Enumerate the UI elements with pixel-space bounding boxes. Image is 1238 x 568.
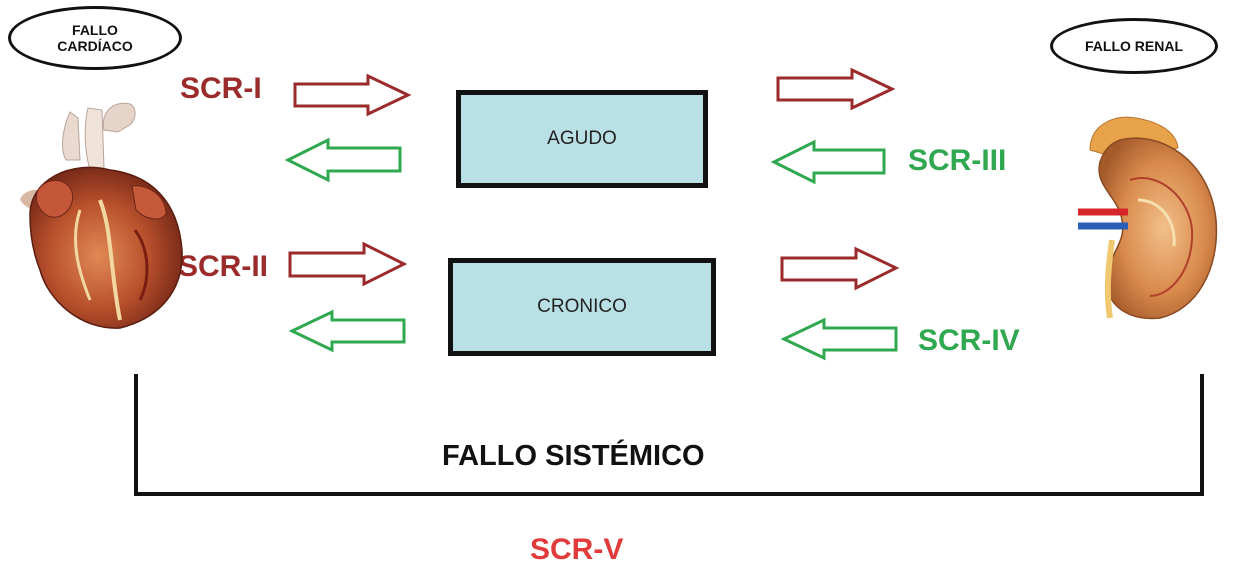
arrow-scr3-left — [284, 137, 402, 183]
heart-organ-icon — [20, 102, 183, 329]
arrow-scr1-left — [293, 73, 412, 117]
acute-label: AGUDO — [547, 128, 617, 149]
systemic-label: FALLO SISTÉMICO — [442, 440, 705, 472]
acute-box: AGUDO — [456, 90, 708, 188]
heart-label-line1: FALLO — [72, 22, 118, 38]
scr4-label: SCR-IV — [918, 324, 1020, 357]
arrow-scr3-right — [770, 139, 886, 185]
scr5-label: SCR-V — [530, 533, 624, 566]
kidney-label: FALLO RENAL — [1085, 38, 1183, 54]
heart-label-line2: CARDÍACO — [57, 38, 133, 54]
scr3-label: SCR-III — [908, 144, 1007, 177]
systemic-bracket — [134, 374, 1204, 496]
arrow-scr2-right — [780, 246, 900, 291]
arrow-scr4-right — [780, 317, 898, 361]
kidney-failure-ellipse: FALLO RENAL — [1050, 18, 1218, 74]
kidney-organ-icon — [1078, 116, 1218, 320]
chronic-box: CRONICO — [448, 258, 716, 356]
arrow-scr4-left — [288, 309, 406, 353]
scr1-label: SCR-I — [180, 72, 262, 105]
arrow-scr1-right — [776, 67, 896, 111]
arrow-scr2-left — [288, 241, 408, 287]
scr2-label: SCR-II — [178, 250, 268, 283]
chronic-label: CRONICO — [537, 296, 627, 317]
heart-failure-ellipse: FALLO CARDÍACO — [8, 6, 182, 70]
